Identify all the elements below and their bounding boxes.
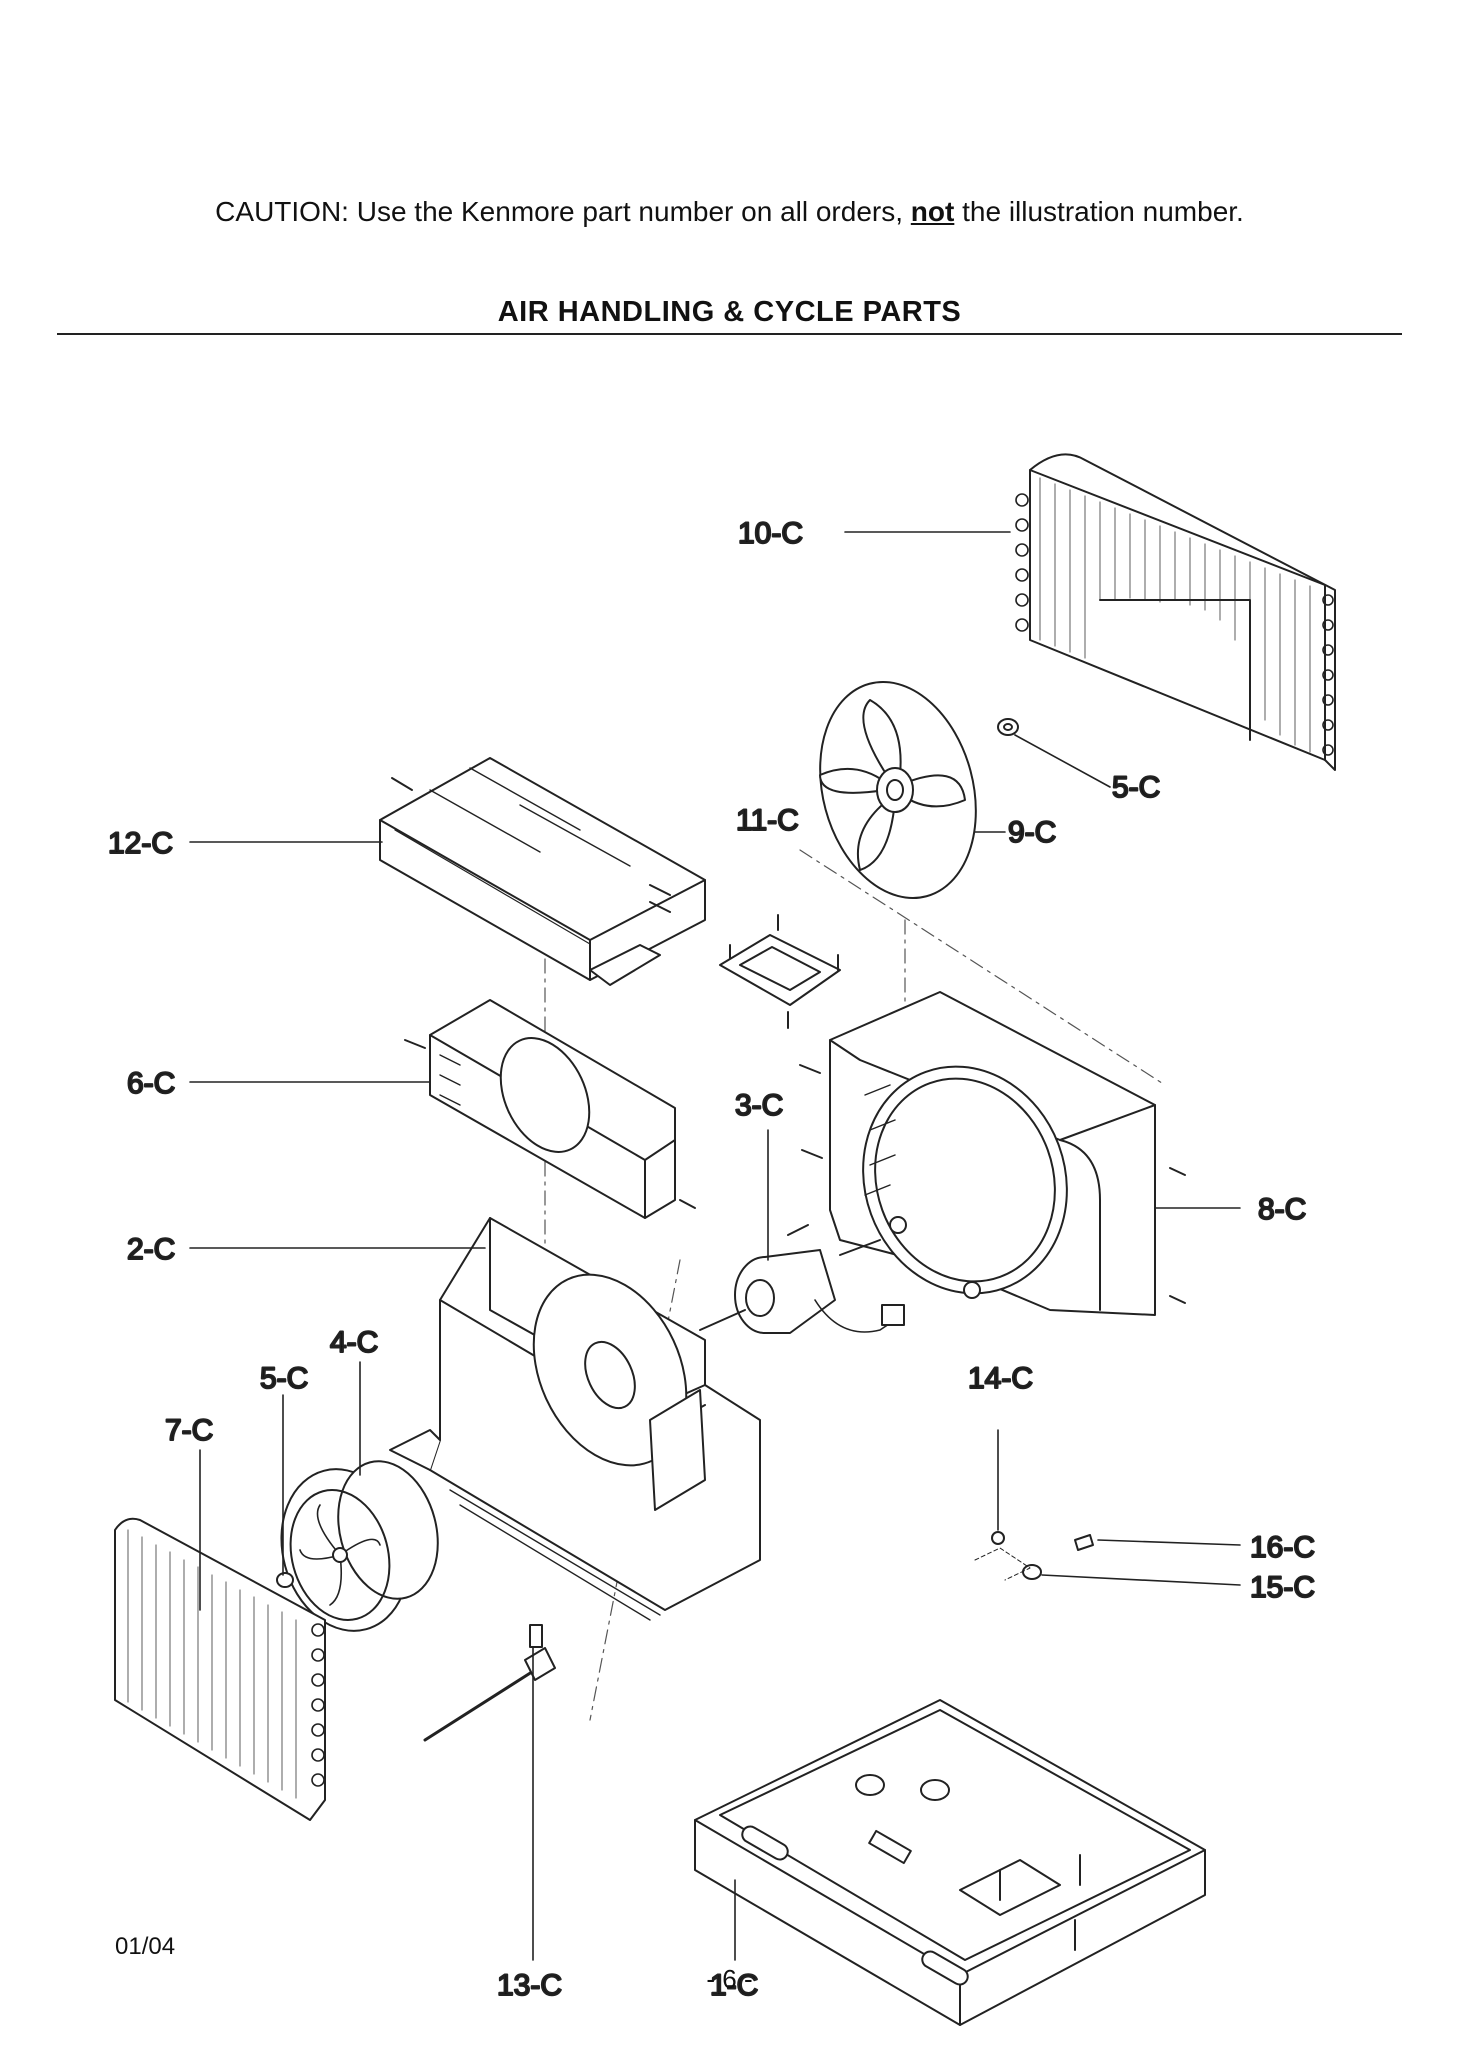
callout-10c: 10-C [738, 517, 803, 550]
leader-lines [189, 531, 1241, 1961]
caution-suffix: the illustration number. [962, 196, 1244, 227]
callout-7c: 7-C [165, 1414, 213, 1447]
control-box-part [379, 757, 706, 986]
title-divider [57, 333, 1402, 335]
callout-2c: 2-C [127, 1233, 175, 1266]
fan-clip-top-part [997, 718, 1019, 736]
caution-note: CAUTION: Use the Kenmore part number on … [0, 196, 1459, 228]
caution-emphasis: not [910, 196, 955, 227]
callout-9c: 9-C [1008, 816, 1056, 849]
evaporator-coil-part [114, 1517, 326, 1821]
blower-wheel-part [280, 1460, 439, 1632]
callout-16c: 16-C [1250, 1531, 1315, 1564]
callout-13c: 13-C [497, 1969, 562, 2002]
revision-date: 01/04 [115, 1933, 176, 1960]
condenser-shroud-part [799, 991, 1186, 1316]
callout-4c: 4-C [330, 1326, 378, 1359]
orifice-partition-part [404, 999, 696, 1219]
callout-14c: 14-C [968, 1362, 1033, 1395]
base-pan-part [694, 1699, 1206, 2026]
section-title: AIR HANDLING & CYCLE PARTS [497, 296, 962, 328]
callout-15c: 15-C [1250, 1571, 1315, 1604]
air-guide-base-part [389, 1217, 761, 1621]
condenser-coil-part [1015, 453, 1336, 771]
callout-12c: 12-C [108, 827, 173, 860]
small-hardware-parts [974, 1531, 1094, 1581]
blower-clip-part [276, 1572, 294, 1588]
callout-5c-bottom: 5-C [260, 1362, 308, 1395]
callout-8c: 8-C [1258, 1193, 1306, 1226]
callout-1c: 1-C [710, 1969, 758, 2002]
page-number: - 6 - [706, 1964, 753, 1994]
callout-11c: 11-C [736, 804, 799, 837]
motor-bracket-part [719, 914, 841, 1029]
callout-6c: 6-C [127, 1067, 175, 1100]
caution-prefix: CAUTION: Use the Kenmore part number on … [215, 196, 904, 227]
fan-motor-part [699, 1224, 905, 1334]
callout-5c-top: 5-C [1112, 771, 1160, 804]
callout-3c: 3-C [735, 1089, 783, 1122]
condenser-fan-blade-part [819, 680, 977, 900]
thermistor-probe-part [423, 1624, 556, 1742]
